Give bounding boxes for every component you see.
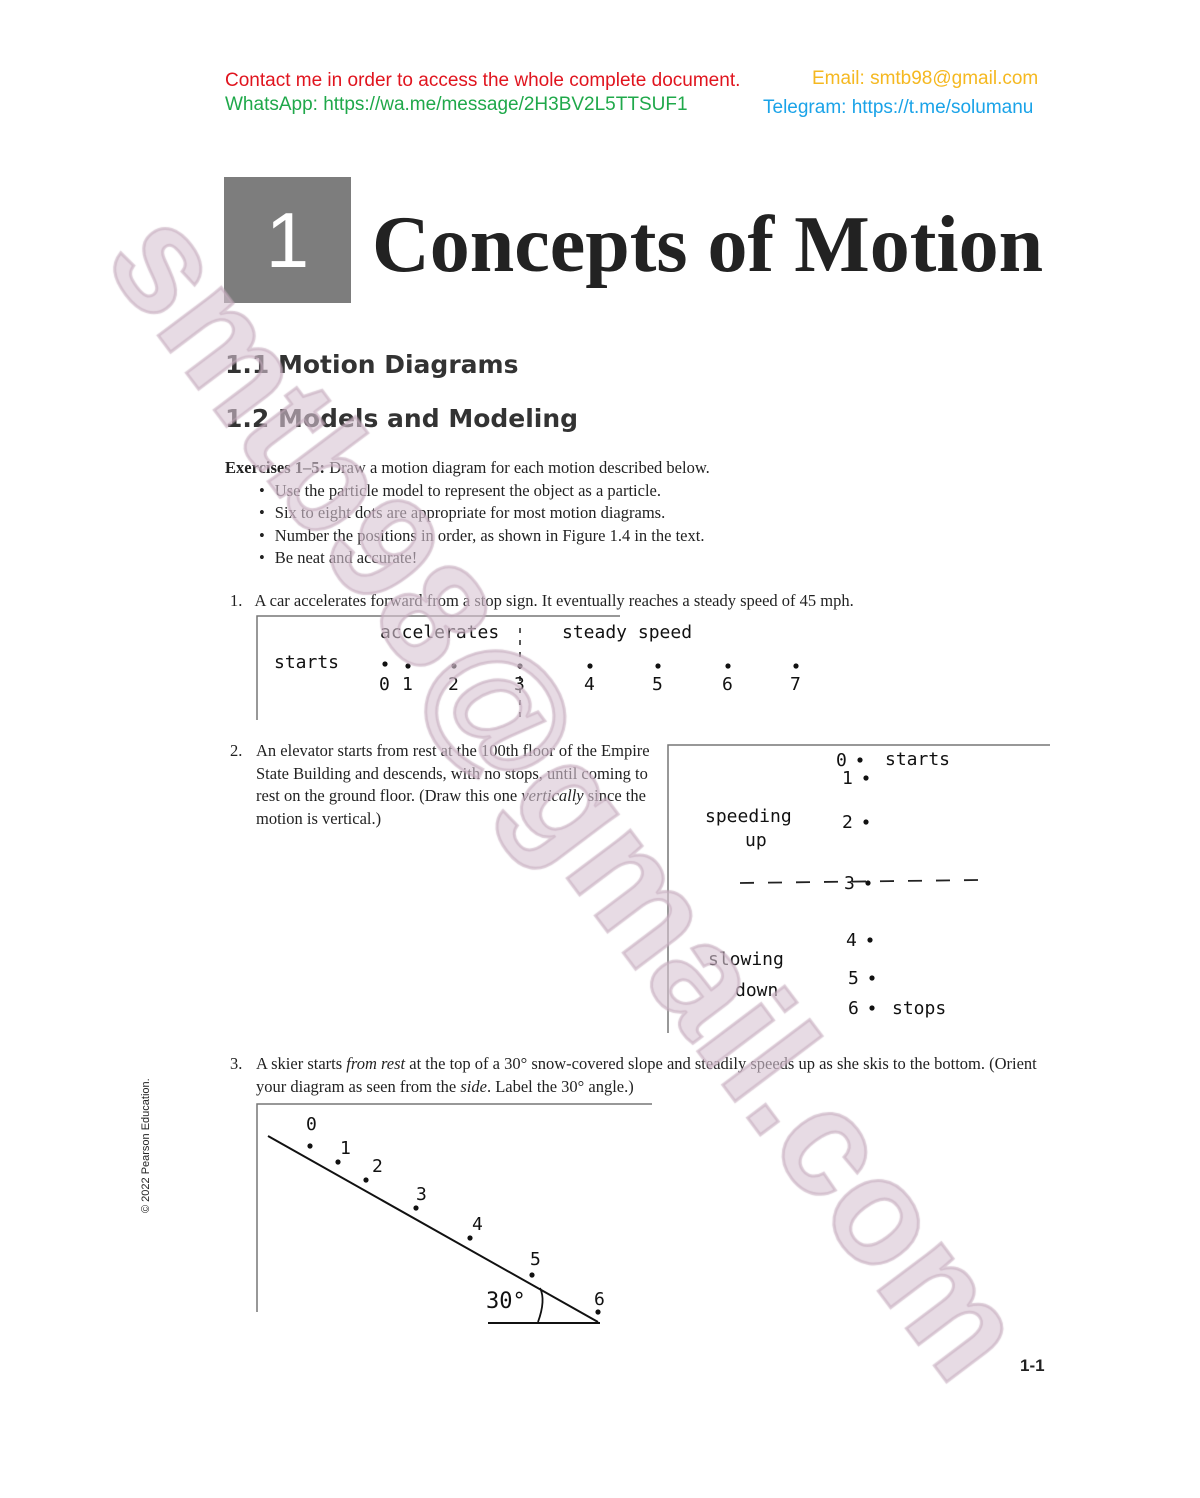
sketch-label-stops: stops (892, 998, 946, 1019)
position-dot (865, 880, 871, 886)
position-label: 4 (584, 674, 595, 695)
position-dot (413, 1205, 419, 1211)
position-label: 3 (844, 873, 855, 894)
bullet-item: Be neat and accurate! (275, 547, 1045, 570)
position-label: 1 (340, 1138, 351, 1159)
chapter-number-box: 1 (224, 177, 351, 303)
slope-line (267, 1135, 599, 1323)
position-label: 3 (416, 1184, 427, 1205)
position-dot (725, 663, 731, 669)
position-dot (793, 663, 799, 669)
sketch-label-speeding: speeding (705, 806, 792, 827)
position-dot (363, 1177, 369, 1183)
problem-2: 2. An elevator starts from rest at the 1… (230, 740, 655, 830)
position-label: 0 (306, 1114, 317, 1135)
position-dot (467, 1235, 473, 1241)
bullet-item: Use the particle model to represent the … (275, 480, 1045, 503)
problem-3-sketch: 30° 0 12 3 4 5 6 (256, 1103, 652, 1324)
answer-frame (256, 1103, 652, 1312)
position-label: 4 (846, 930, 857, 951)
position-label: 6 (722, 674, 733, 695)
telegram-link[interactable]: Telegram: https://t.me/solumanu (763, 97, 1034, 118)
position-label: 5 (530, 1249, 541, 1270)
problem-text: An elevator starts from rest at the 100t… (256, 741, 650, 828)
problem-number: 2. (230, 741, 243, 760)
position-dot (869, 975, 875, 981)
position-dot (857, 757, 863, 763)
position-label: 6 (594, 1289, 605, 1310)
exercise-label: Exercises 1–5: (225, 458, 326, 477)
position-dot (335, 1159, 341, 1165)
sketch-label-up: up (745, 830, 767, 851)
sketch-label-starts: starts (885, 749, 950, 770)
position-dot (655, 663, 661, 669)
position-dot (595, 1309, 601, 1315)
bullet-item: Six to eight dots are appropriate for mo… (275, 502, 1045, 525)
angle-arc (537, 1287, 544, 1323)
position-label: 1 (402, 674, 413, 695)
position-label: 6 (848, 998, 859, 1019)
position-dot (405, 663, 411, 669)
problem-text: A skier starts from rest at the top of a… (256, 1054, 1037, 1096)
position-dot (863, 775, 869, 781)
position-label: 2 (372, 1156, 383, 1177)
section-heading-1-1: 1.1 Motion Diagrams (225, 350, 519, 379)
email-link[interactable]: Email: smtb98@gmail.com (812, 68, 1039, 89)
position-label: 4 (472, 1214, 483, 1235)
position-label: 2 (842, 812, 853, 833)
angle-label: 30° (486, 1289, 526, 1314)
position-label: 7 (790, 674, 801, 695)
problem-text: A car accelerates forward from a stop si… (254, 591, 854, 610)
sketch-label-accelerates: accelerates (380, 622, 499, 643)
problem-number: 1. (230, 591, 243, 610)
phase-divider (739, 879, 981, 884)
problem-number: 3. (230, 1054, 243, 1073)
position-label: 1 (842, 768, 853, 789)
sketch-label-starts: starts (274, 652, 339, 673)
bullet-item: Number the positions in order, as shown … (275, 525, 1045, 548)
contact-notice: Contact me in order to access the whole … (225, 70, 741, 91)
position-label: 3 (514, 674, 525, 695)
problem-3: 3. A skier starts from rest at the top o… (230, 1053, 1060, 1098)
whatsapp-link[interactable]: WhatsApp: https://wa.me/message/2H3BV2L5… (225, 94, 688, 115)
position-dot (529, 1272, 535, 1278)
position-dot (587, 663, 593, 669)
position-label: 0 (379, 674, 390, 695)
answer-frame (667, 744, 1050, 1033)
copyright-notice: © 2022 Pearson Education. (140, 1078, 152, 1213)
problem-2-sketch: starts speeding up slowing down stops 01… (667, 744, 1050, 1033)
position-dot (863, 819, 869, 825)
position-label: 5 (652, 674, 663, 695)
position-dot (382, 661, 388, 667)
position-dot (307, 1143, 313, 1149)
problem-1: 1. A car accelerates forward from a stop… (230, 590, 1050, 613)
position-dot (517, 663, 523, 669)
position-label: 5 (848, 968, 859, 989)
position-dot (451, 663, 457, 669)
chapter-title: Concepts of Motion (372, 201, 1044, 289)
position-dot (869, 1005, 875, 1011)
section-heading-1-2: 1.2 Models and Modeling (225, 404, 579, 433)
exercise-intro: Draw a motion diagram for each motion de… (325, 458, 710, 477)
sketch-label-down: down (735, 980, 778, 1001)
page-number: 1-1 (1020, 1356, 1045, 1375)
exercise-instructions: Exercises 1–5: Draw a motion diagram for… (225, 457, 1045, 570)
sketch-label-slowing: slowing (708, 949, 784, 970)
sketch-label-steady-speed: steady speed (562, 622, 692, 643)
position-label: 2 (448, 674, 459, 695)
position-dot (867, 937, 873, 943)
